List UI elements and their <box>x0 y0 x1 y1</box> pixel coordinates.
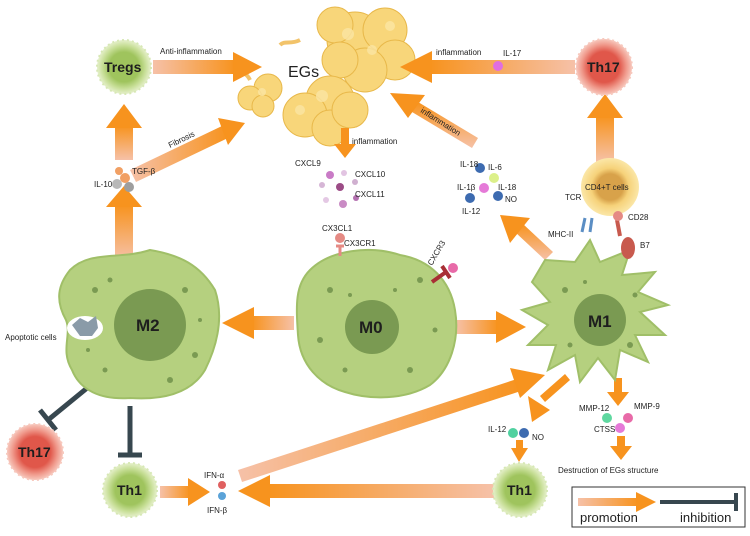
il17-label: IL-17 <box>503 49 522 58</box>
cxcl10-label: CXCL10 <box>355 170 386 179</box>
il12-no-dots <box>508 428 529 438</box>
arrow-cytokines-to-egs <box>390 93 478 148</box>
apoptotic-label: Apoptotic cells <box>5 333 57 342</box>
th17-top-label: Th17 <box>587 59 620 75</box>
tgfb-label: TGF-β <box>132 167 156 176</box>
il17-dot <box>493 61 503 71</box>
th17-bottom-cell <box>6 423 64 481</box>
il12a-label: IL-12 <box>462 207 481 216</box>
ifnb-label: IFN-β <box>207 506 228 515</box>
arrow-cd4-to-th17 <box>587 94 623 162</box>
mmp9-label: MMP-9 <box>634 402 660 411</box>
inhibit-m2-to-th17 <box>38 382 94 432</box>
cxcr3-label: CXCR3 <box>426 239 448 267</box>
il18b-label: IL-18 <box>498 183 517 192</box>
th1-right-cell <box>492 462 548 518</box>
il6-label: IL-6 <box>488 163 502 172</box>
arrow-m0-to-m1 <box>456 311 526 343</box>
tcr-label: TCR <box>565 193 582 202</box>
tregs-cell <box>96 39 152 95</box>
ifn-dots <box>218 481 226 500</box>
il10-tgfb-dots <box>112 167 134 192</box>
arrow-ifn-to-m1 <box>238 368 545 482</box>
th1-right-label: Th1 <box>507 482 532 498</box>
egs-gland-illustration <box>234 6 416 147</box>
arrow-m1-to-mmps <box>607 378 629 406</box>
m1-label: M1 <box>588 312 612 331</box>
th1-left-cell <box>102 462 158 518</box>
il12b-label: IL-12 <box>488 425 507 434</box>
arrow-egs-to-cxcl <box>334 128 356 158</box>
legend-inhibition-label: inhibition <box>680 510 731 525</box>
cytokine-dots <box>465 163 503 203</box>
cd28-label: CD28 <box>628 213 649 222</box>
il18a-label: IL-18 <box>460 160 479 169</box>
ctss-label: CTSS <box>594 425 615 434</box>
mmp-dots <box>602 413 633 433</box>
cd4-t-cell <box>581 158 639 216</box>
arrow-m0-to-m2 <box>222 307 294 339</box>
cd4-label: CD4+T cells <box>585 183 629 192</box>
th17-top-cell <box>575 38 633 96</box>
arrow-m2-to-tregs <box>106 104 142 260</box>
arrow-th17-to-egs <box>400 51 575 83</box>
egs-label: EGs <box>288 64 319 81</box>
il1b-label: IL-1β <box>457 183 476 192</box>
arrow-mmps-to-destruction <box>610 436 632 460</box>
mmp12-label: MMP-12 <box>579 404 610 413</box>
m1-macrophage <box>519 211 672 385</box>
legend-inhibition-line <box>660 493 738 511</box>
legend-promotion-label: promotion <box>580 510 638 525</box>
b7-label: B7 <box>640 241 650 250</box>
label-inflammation-diag: inflammation <box>419 106 462 138</box>
th1-left-label: Th1 <box>117 482 142 498</box>
label-inflammation-down: inflammation <box>352 137 397 146</box>
label-inflammation-top: inflammation <box>436 48 481 57</box>
legend-box <box>571 486 746 528</box>
tregs-label: Tregs <box>104 59 142 75</box>
no-a-label: NO <box>505 195 517 204</box>
mhc2-label: MHC-II <box>548 230 573 239</box>
arrow-th1right-to-ifn <box>238 475 494 507</box>
cxcl9-label: CXCL9 <box>295 159 321 168</box>
arrow-tregs-to-egs <box>153 52 262 82</box>
il10-label: IL-10 <box>94 180 113 189</box>
inhibit-m2-to-th1 <box>118 406 142 458</box>
cxcl-dots <box>319 170 359 208</box>
arrow-m1-to-il12 <box>528 374 570 422</box>
destruction-label: Destruction of EGs structure <box>558 466 659 475</box>
cx3cl1-label: CX3CL1 <box>322 224 353 233</box>
label-anti-inflammation: Anti-inflammation <box>160 47 222 56</box>
m0-macrophage <box>295 233 458 399</box>
arrow-tgfb-to-egs <box>130 118 245 182</box>
arrow-il12-to-th1 <box>511 440 528 462</box>
ifna-label: IFN-α <box>204 471 225 480</box>
cx3cr1-label: CX3CR1 <box>344 239 376 248</box>
legend-promotion-arrow <box>578 492 656 512</box>
no-b-label: NO <box>532 433 544 442</box>
m2-label: M2 <box>136 316 160 335</box>
arrow-m1-to-cytokines <box>500 215 553 260</box>
m2-macrophage <box>58 248 221 400</box>
cxcl11-label: CXCL11 <box>355 190 385 199</box>
arrow-th1left-to-ifn <box>160 478 210 506</box>
th17-bottom-label: Th17 <box>18 444 51 460</box>
m0-label: M0 <box>359 318 383 337</box>
